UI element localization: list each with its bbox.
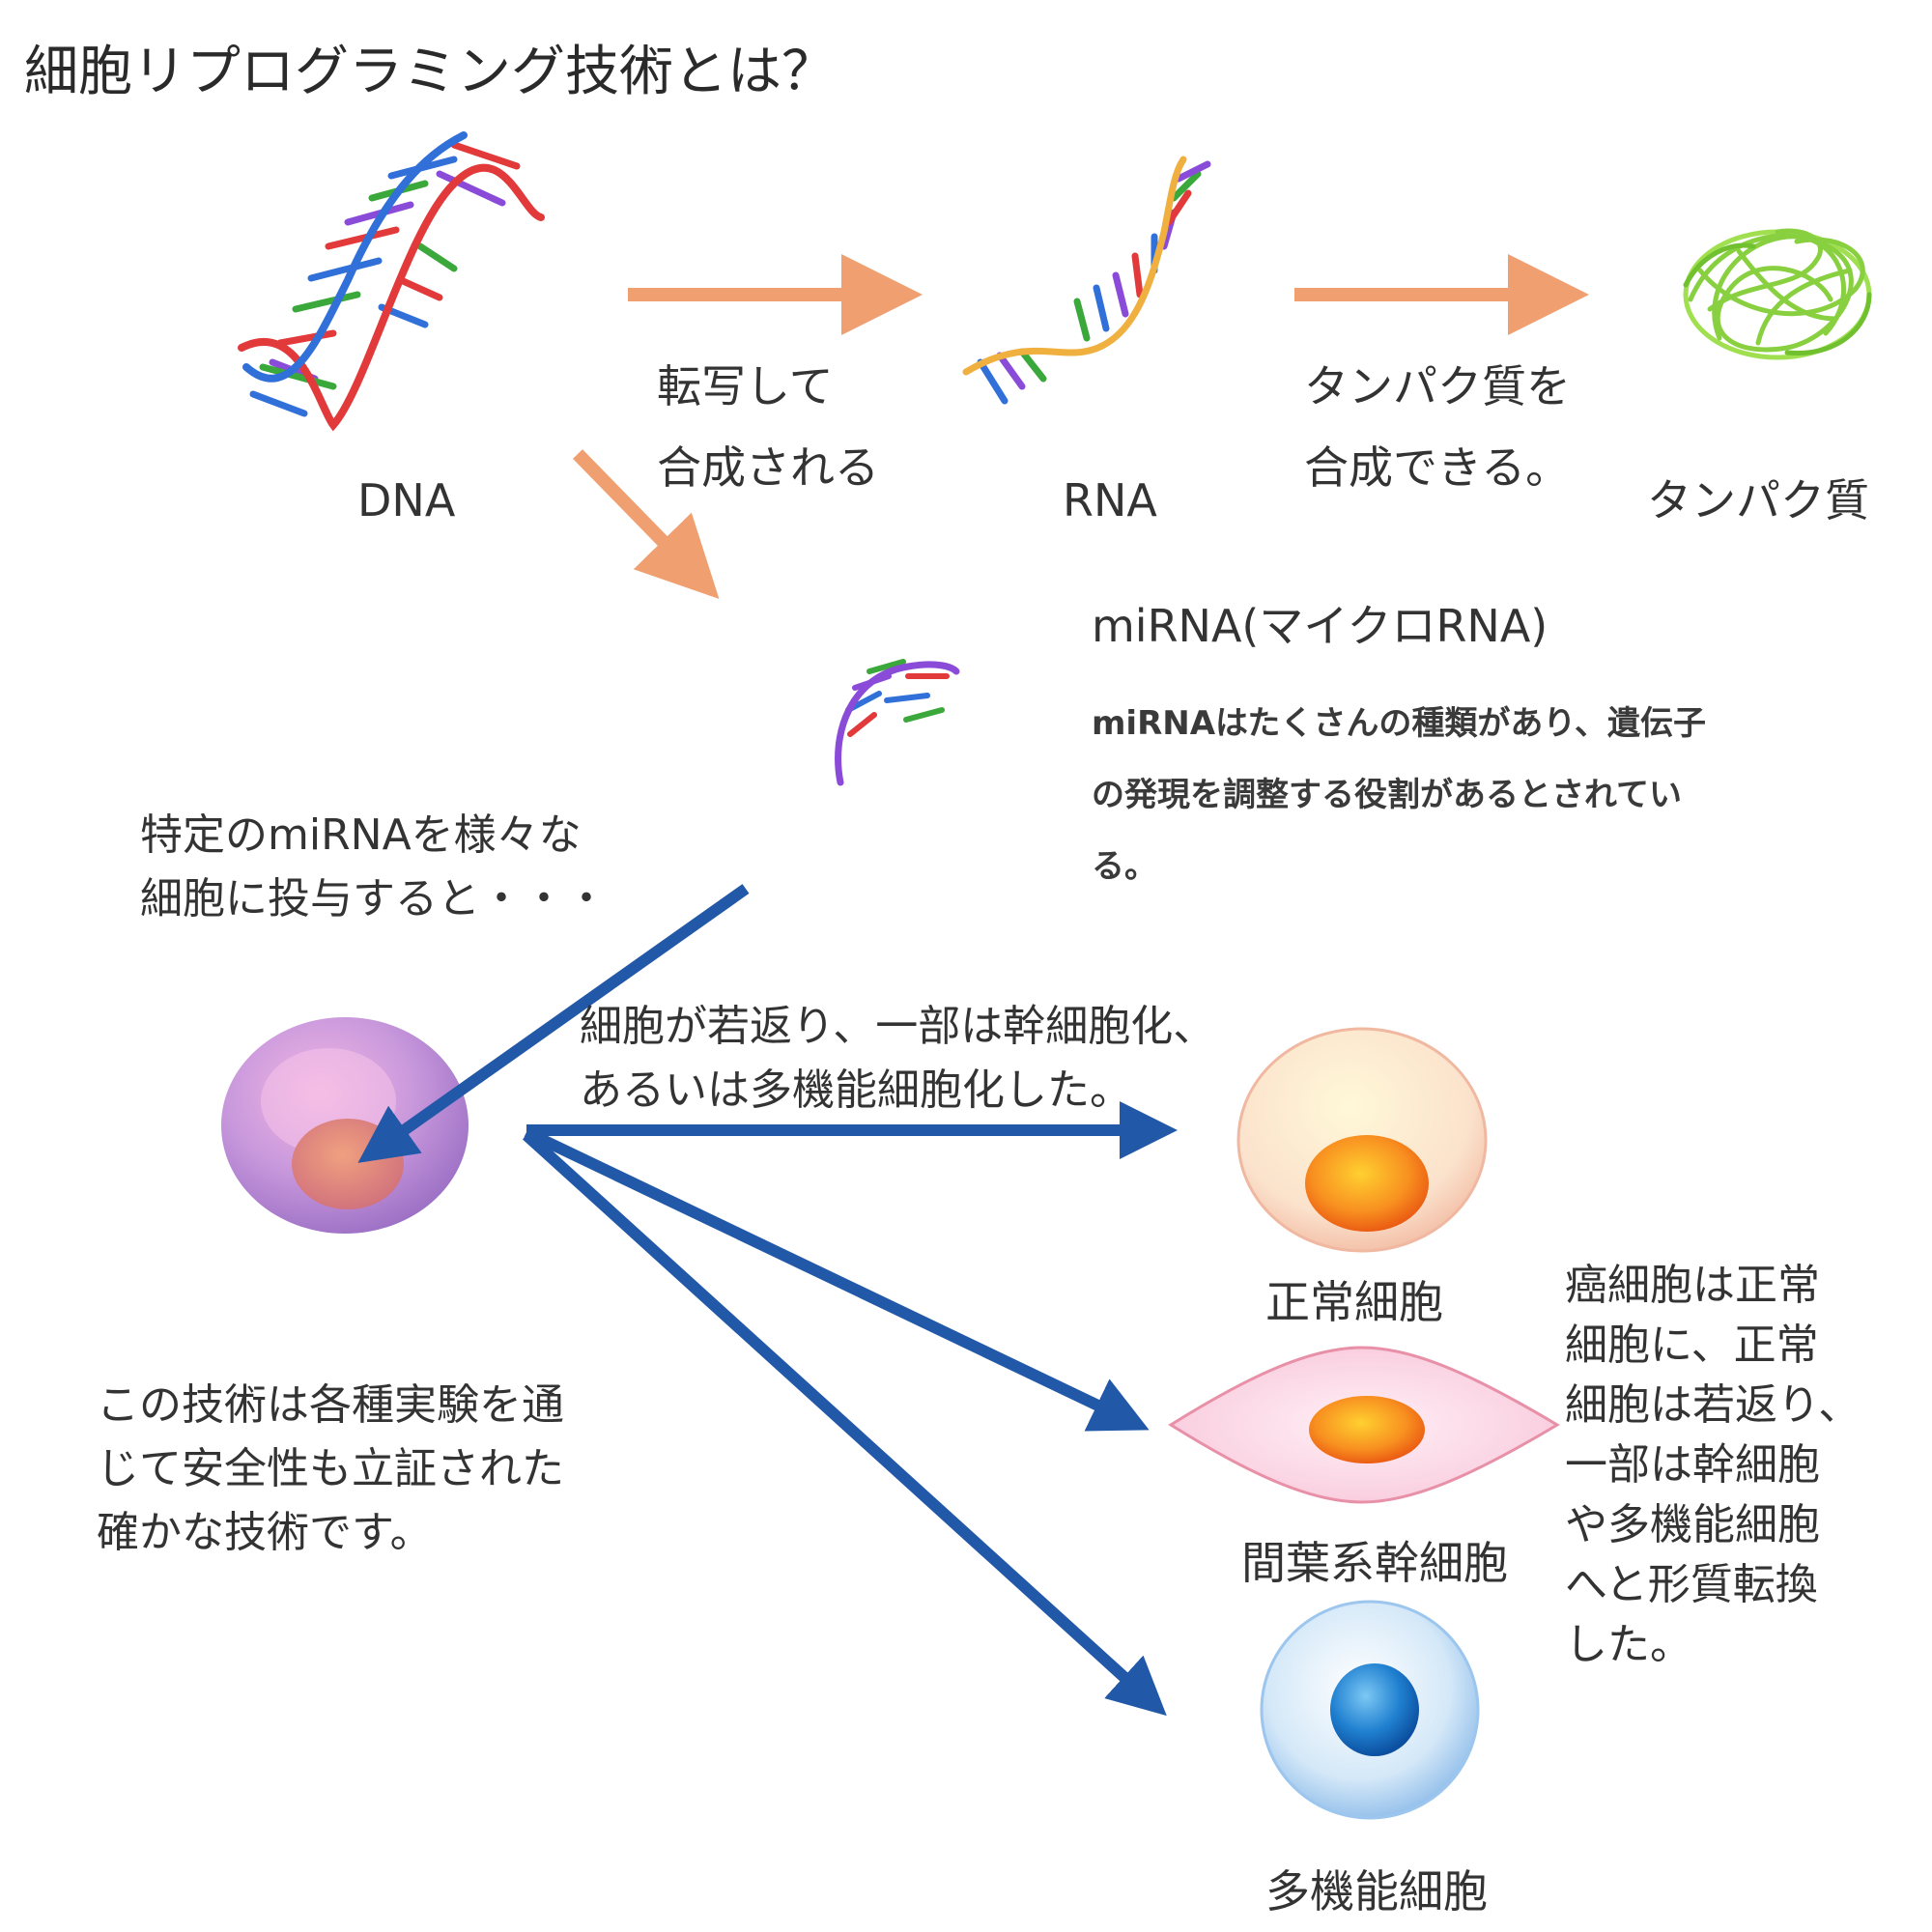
to-multifunctional-cell-arrow bbox=[522, 1130, 1167, 1717]
mirna-description: miRNAはたくさんの種類があり、遺伝子 の発現を調整する役割があるとされてい … bbox=[1092, 688, 1706, 902]
cancer-line-1: 癌細胞は正常 bbox=[1565, 1261, 1820, 1310]
rejuvenation-text: 細胞が若返り、一部は幹細胞化、 あるいは多機能細胞化した。 bbox=[580, 995, 1215, 1122]
transcription-line-1: 転写して bbox=[657, 360, 834, 412]
mesenchymal-stem-cell-icon bbox=[1168, 1346, 1560, 1504]
administer-line-2: 細胞に投与すると・・・ bbox=[140, 874, 608, 923]
mirna-desc-line-3: る。 bbox=[1092, 847, 1157, 886]
rna-label: RNA bbox=[1063, 474, 1157, 526]
administer-text: 特定のmiRNAを様々な 細胞に投与すると・・・ bbox=[140, 804, 608, 931]
normal-cell-icon bbox=[1236, 1027, 1488, 1253]
safety-line-1: この技術は各種実験を通 bbox=[97, 1380, 564, 1430]
protein-label: タンパク質 bbox=[1647, 474, 1869, 526]
cancer-transformation-text: 癌細胞は正常 細胞に、正常 細胞は若返り、 一部は幹細胞 や多機能細胞 へと形質… bbox=[1565, 1256, 1861, 1675]
multifunctional-cell-icon bbox=[1260, 1600, 1480, 1820]
cancer-cell-icon bbox=[221, 1017, 469, 1234]
rna-strand-icon bbox=[962, 156, 1211, 405]
mirna-arrow bbox=[572, 449, 720, 600]
rejuvenation-line-2: あるいは多機能細胞化した。 bbox=[580, 1065, 1132, 1115]
transcription-line-2: 合成される bbox=[657, 441, 879, 494]
mirna-helix-icon bbox=[835, 659, 960, 786]
cancer-line-2: 細胞に、正常 bbox=[1565, 1321, 1819, 1370]
to-stem-cell-arrow bbox=[524, 1126, 1150, 1432]
administer-arrow bbox=[357, 884, 750, 1163]
mesenchymal-stem-cell-label: 間葉系幹細胞 bbox=[1241, 1537, 1508, 1589]
mirna-heading: miRNA(マイクロRNA) bbox=[1092, 600, 1548, 652]
administer-line-1: 特定のmiRNAを様々な bbox=[140, 810, 582, 860]
multifunctional-cell-label: 多機能細胞 bbox=[1265, 1865, 1488, 1918]
transcription-text: 転写して 合成される bbox=[657, 346, 879, 508]
safety-line-3: 確かな技術です。 bbox=[97, 1508, 433, 1557]
safety-line-2: じて安全性も立証された bbox=[97, 1444, 564, 1493]
translation-text: タンパク質を 合成できる。 bbox=[1304, 346, 1571, 508]
safety-text: この技術は各種実験を通 じて安全性も立証された 確かな技術です。 bbox=[97, 1374, 564, 1565]
normal-cell-label: 正常細胞 bbox=[1265, 1276, 1443, 1328]
cancer-line-5: や多機能細胞 bbox=[1565, 1500, 1820, 1549]
translation-line-1: タンパク質を bbox=[1304, 360, 1571, 412]
dna-helix-icon bbox=[238, 131, 545, 432]
cancer-line-6: へと形質転換 bbox=[1565, 1560, 1818, 1609]
cancer-line-3: 細胞は若返り、 bbox=[1565, 1380, 1861, 1430]
cancer-line-7: した。 bbox=[1565, 1620, 1692, 1669]
cancer-line-4: 一部は幹細胞 bbox=[1565, 1440, 1820, 1490]
rejuvenation-line-1: 細胞が若返り、一部は幹細胞化、 bbox=[580, 1002, 1216, 1051]
dna-label: DNA bbox=[357, 474, 456, 526]
translation-line-2: 合成できる。 bbox=[1304, 441, 1571, 494]
page-title: 細胞リプログラミング技術とは？ bbox=[24, 41, 836, 103]
protein-tangle-icon bbox=[1683, 228, 1872, 360]
mirna-desc-line-1: miRNAはたくさんの種類があり、遺伝子 bbox=[1092, 704, 1706, 743]
mirna-desc-line-2: の発現を調整する役割があるとされてい bbox=[1092, 776, 1682, 814]
